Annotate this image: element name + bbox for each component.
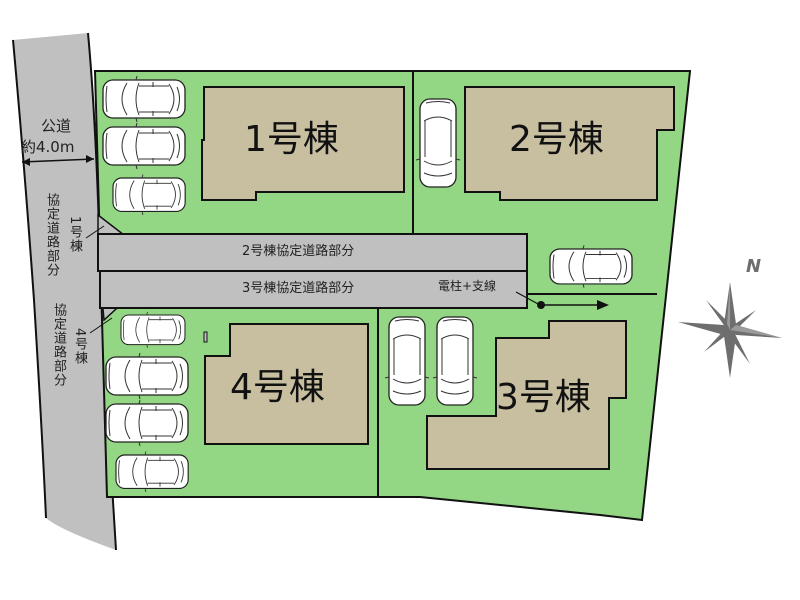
- parking-car: [105, 399, 189, 447]
- building-3: [426, 320, 627, 470]
- agreement-road-label-4: 協定道路部分: [51, 303, 66, 387]
- building-4-label: 4号棟: [230, 367, 325, 408]
- building-3-label: 3号棟: [496, 377, 591, 418]
- parking-car: [432, 316, 478, 406]
- parking-car: [105, 352, 189, 400]
- public-road-width: 約4.0m: [21, 138, 75, 156]
- building-2: [464, 86, 675, 201]
- agreement-road-bldg2: [97, 233, 528, 272]
- parking-car: [102, 75, 186, 123]
- agreement-road-bldg3-label: 3号棟協定道路部分: [242, 281, 355, 296]
- agreement-road-owner-1: 1号棟: [67, 216, 82, 254]
- agreement-road-bldg2-label: 2号棟協定道路部分: [242, 244, 355, 259]
- parking-car: [102, 122, 186, 170]
- parking-car: [120, 311, 186, 349]
- compass-rose-icon: [678, 282, 782, 378]
- agreement-road-label-1: 協定道路部分: [44, 193, 59, 277]
- building-1-label: 1号棟: [244, 119, 339, 160]
- compass-north-label: N: [746, 256, 762, 277]
- agreement-road-owner-4: 4号棟: [72, 328, 87, 366]
- building-4: [204, 323, 369, 445]
- utility-pole-label: 電柱+支線: [438, 279, 497, 293]
- building-2-label: 2号棟: [509, 119, 604, 160]
- building-1: [201, 86, 405, 201]
- agreement-road-bldg3: [99, 270, 528, 309]
- parking-car: [112, 173, 186, 216]
- parking-car: [549, 244, 633, 289]
- parking-car: [384, 316, 430, 406]
- parking-car: [415, 98, 461, 188]
- public-road-name: 公道: [41, 117, 72, 135]
- public-road: [13, 33, 116, 550]
- parking-car: [115, 450, 189, 493]
